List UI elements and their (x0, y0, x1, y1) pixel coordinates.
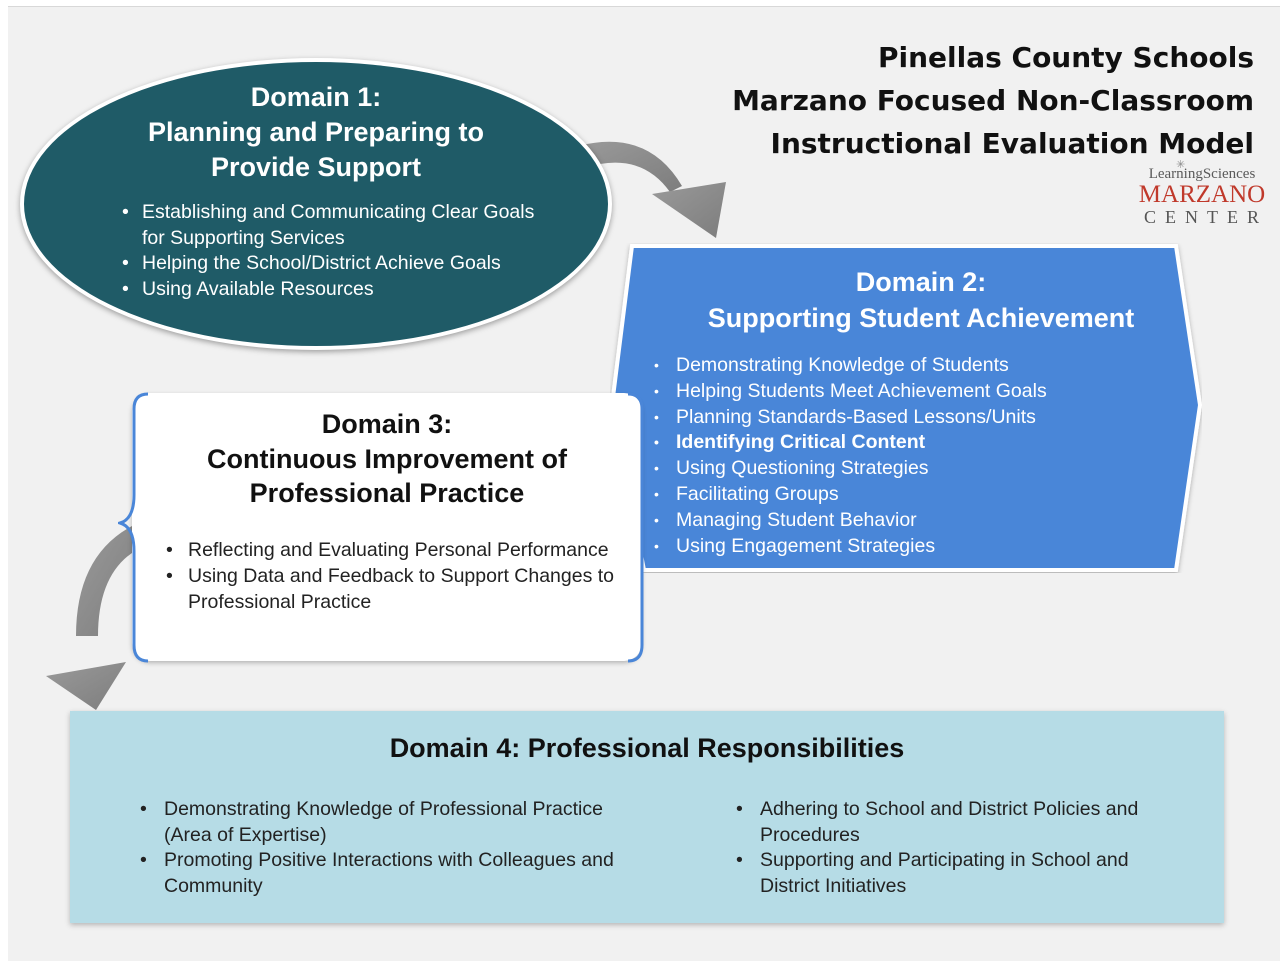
title-line-2: Marzano Focused Non-Classroom (732, 84, 1254, 117)
list-item: Demonstrating Knowledge of Students (652, 353, 1172, 379)
domain3-heading-line-1: Domain 3: (321, 409, 453, 439)
domain3-list: Reflecting and Evaluating Personal Perfo… (162, 537, 622, 615)
domain1-heading-line-3: Provide Support (210, 152, 421, 182)
list-item: Using Data and Feedback to Support Chang… (162, 563, 622, 615)
domain4-box: Domain 4: Professional Responsibilities … (70, 711, 1224, 923)
list-item: Establishing and Communicating Clear Goa… (120, 200, 560, 251)
domain2-heading-line-2: Supporting Student Achievement (707, 303, 1135, 333)
list-item: Using Available Resources (120, 277, 560, 303)
domain3-box: Domain 3: Continuous Improvement of Prof… (118, 392, 644, 663)
list-item: Planning Standards-Based Lessons/Units (652, 405, 1172, 431)
domain1-heading: Domain 1: Planning and Preparing to Prov… (24, 80, 608, 185)
domain4-list-left: Demonstrating Knowledge of Professional … (136, 797, 656, 899)
domain2-heading: Domain 2: Supporting Student Achievement (650, 264, 1192, 336)
list-item: Demonstrating Knowledge of Professional … (136, 797, 656, 848)
domain3-heading: Domain 3: Continuous Improvement of Prof… (132, 407, 642, 511)
list-item-highlighted: Identifying Critical Content (652, 430, 1172, 456)
logo-top-text: LearningSciences (1148, 166, 1256, 182)
domain2-heading-line-1: Domain 2: (855, 267, 987, 297)
domain2-hexagon: Domain 2: Supporting Student Achievement… (610, 243, 1202, 573)
logo-center: CENTER (1144, 207, 1268, 227)
list-item: Using Questioning Strategies (652, 456, 1172, 482)
domain2-content: Domain 2: Supporting Student Achievement… (610, 243, 1202, 573)
marzano-center-logo: ✳ LearningSciences MARZANO CENTER (1132, 159, 1272, 227)
domain1-ellipse: Domain 1: Planning and Preparing to Prov… (20, 58, 612, 350)
title-line-3: Instructional Evaluation Model (770, 127, 1254, 160)
domain1-list: Establishing and Communicating Clear Goa… (120, 200, 560, 302)
list-item: Using Engagement Strategies (652, 534, 1172, 560)
list-item: Helping the School/District Achieve Goal… (120, 251, 560, 277)
list-item: Supporting and Participating in School a… (732, 848, 1192, 899)
logo-learning-sciences: ✳ LearningSciences (1132, 159, 1272, 183)
domain1-heading-line-1: Domain 1: (250, 82, 382, 112)
list-item: Managing Student Behavior (652, 508, 1172, 534)
logo-marzano: MARZANO (1138, 181, 1266, 208)
spark-icon: ✳ (1176, 159, 1186, 171)
domain2-list: Demonstrating Knowledge of Students Help… (652, 353, 1172, 559)
domain4-heading: Domain 4: Professional Responsibilities (389, 733, 905, 763)
title-line-1: Pinellas County Schools (877, 41, 1254, 74)
list-item: Promoting Positive Interactions with Col… (136, 848, 656, 899)
domain3-heading-line-3: Professional Practice (249, 478, 525, 508)
domain4-list-right: Adhering to School and District Policies… (732, 797, 1192, 899)
arrow-domain1-to-domain2 (578, 141, 726, 238)
list-item: Helping Students Meet Achievement Goals (652, 379, 1172, 405)
domain1-heading-line-2: Planning and Preparing to (147, 117, 485, 147)
list-item: Facilitating Groups (652, 482, 1172, 508)
page-title: Pinellas County Schools Marzano Focused … (732, 36, 1254, 165)
arrow-domain3-to-domain4 (46, 526, 140, 710)
list-item: Adhering to School and District Policies… (732, 797, 1192, 848)
list-item: Reflecting and Evaluating Personal Perfo… (162, 537, 622, 563)
domain3-heading-line-2: Continuous Improvement of (207, 443, 567, 474)
